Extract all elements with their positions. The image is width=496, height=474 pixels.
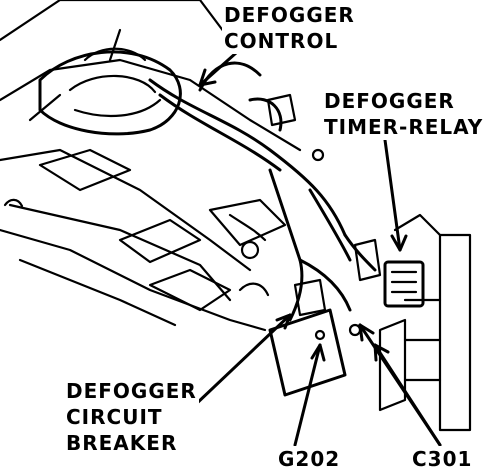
label-line: TIMER-RELAY bbox=[324, 115, 484, 139]
right-bracket bbox=[378, 213, 472, 432]
label-line: DEFOGGER bbox=[224, 3, 355, 27]
label-defogger-control: DEFOGGER CONTROL bbox=[222, 2, 357, 54]
arrow-c301-b bbox=[373, 343, 442, 447]
arrow-defogger-timer-relay bbox=[383, 138, 402, 252]
circuit-breaker-block bbox=[238, 240, 347, 397]
label-defogger-timer-relay: DEFOGGER TIMER-RELAY bbox=[322, 88, 486, 140]
label-c301: C301 bbox=[410, 446, 475, 472]
steering-column bbox=[28, 28, 182, 136]
label-line: CIRCUIT bbox=[66, 405, 163, 429]
label-line: DEFOGGER bbox=[324, 89, 455, 113]
arrow-defogger-circuit-breaker bbox=[193, 313, 292, 407]
callout-arrows bbox=[193, 43, 442, 447]
label-defogger-circuit-breaker: DEFOGGER CIRCUIT BREAKER bbox=[64, 378, 199, 456]
label-g202: G202 bbox=[276, 446, 343, 472]
instrument-panel-outline bbox=[0, 0, 302, 332]
arrow-g202 bbox=[293, 343, 322, 447]
label-line: DEFOGGER bbox=[66, 379, 197, 403]
label-line: CONTROL bbox=[224, 29, 339, 53]
label-line: BREAKER bbox=[66, 431, 178, 455]
timer-relay-module bbox=[353, 238, 425, 308]
